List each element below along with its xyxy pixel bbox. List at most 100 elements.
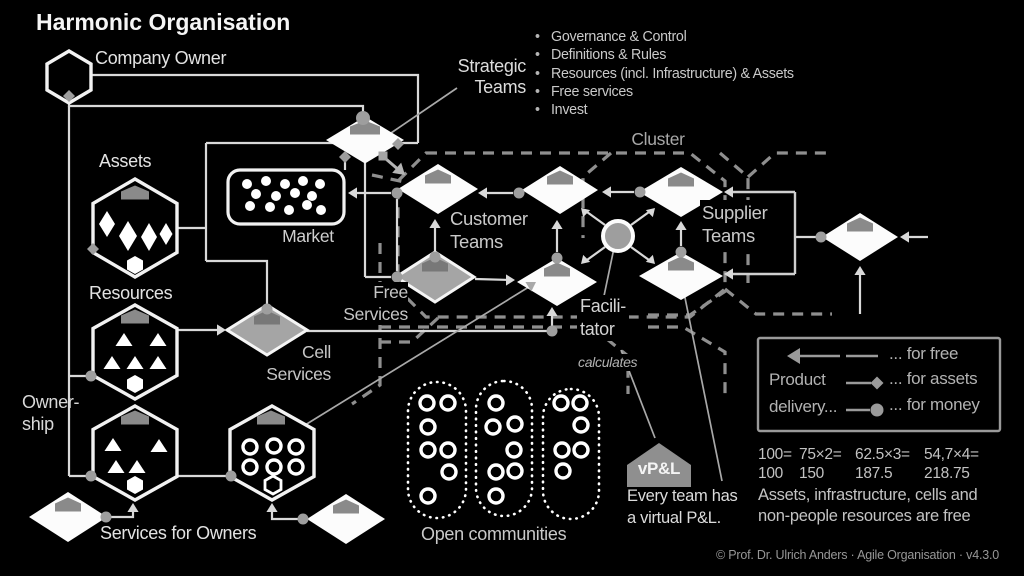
legend-delivery-label: delivery... <box>769 397 838 416</box>
member-service-team-diamond <box>307 494 385 544</box>
legend-for-free-label: ... for free <box>889 344 959 363</box>
assets-label: Assets <box>99 151 152 171</box>
arrowhead-icon <box>724 268 733 280</box>
vpl-label: vP&L <box>637 459 681 478</box>
free-services-diamond <box>393 250 477 304</box>
bullet-icon: • <box>535 102 540 119</box>
money-node-icon <box>85 470 97 482</box>
facilitator-leader-line <box>603 247 615 297</box>
roof-icon <box>547 170 573 185</box>
services-for-owners-label: Services for Owners <box>100 523 257 543</box>
cluster-boundary <box>371 173 433 190</box>
arrowhead-icon <box>546 307 558 316</box>
legend-for-money-label: ... for money <box>889 395 980 414</box>
cluster-label: Cluster <box>631 129 685 149</box>
market-dot-icon <box>316 205 326 215</box>
resource-triangle-icon <box>107 460 125 473</box>
resource-triangle-icon <box>103 356 121 369</box>
facilitator-label: Facili- tator <box>577 295 629 341</box>
legend-product-label: Product <box>769 370 826 389</box>
cell-hex-icon <box>127 476 143 494</box>
calc-col-2-expr: 75×2= <box>799 446 842 463</box>
community-member-icon <box>505 441 523 459</box>
market-dot-icon <box>315 179 325 189</box>
bullet-icon: • <box>535 47 540 64</box>
roof-icon <box>544 262 570 277</box>
market-dot-icon <box>307 191 317 201</box>
community-member-icon <box>506 415 524 433</box>
open-communities-label: Open communities <box>421 524 567 544</box>
cluster-boundary <box>648 325 727 398</box>
asset-node-icon <box>87 243 99 255</box>
cell-hex-icon <box>127 375 143 393</box>
calc-col-2-result: 150 <box>799 465 824 482</box>
market-dot-icon <box>245 201 255 211</box>
strategic-teams-label: Strategic Teams <box>457 56 527 97</box>
calc-col-1-result: 100 <box>758 465 783 482</box>
community-member-icon <box>419 487 437 505</box>
money-node-icon <box>261 303 273 315</box>
arrowhead-icon <box>581 208 591 218</box>
member-service-line <box>270 507 300 521</box>
external-team-diamond <box>822 213 898 261</box>
community-member-icon <box>487 463 505 481</box>
money-node-icon <box>391 187 403 199</box>
roof-icon <box>422 257 448 272</box>
note-item: •Resources (incl. Infrastructure) & Asse… <box>535 65 794 83</box>
vpl-badge <box>627 443 691 487</box>
money-node-icon <box>100 511 112 523</box>
facilitator-arrow-line <box>630 246 650 261</box>
cluster-boundary <box>723 287 832 316</box>
roof-icon <box>668 172 694 187</box>
market-dot-icon <box>251 189 261 199</box>
roof-icon <box>847 217 873 232</box>
arrowhead-icon <box>602 186 611 198</box>
money-node-icon <box>85 370 97 382</box>
facilitator-circle <box>601 219 635 253</box>
resource-triangle-icon <box>150 439 168 452</box>
asset-diamond-icon <box>141 223 157 251</box>
arrowhead-icon <box>266 503 278 512</box>
arrowhead-icon <box>581 254 591 264</box>
arrowhead-icon <box>551 220 563 229</box>
market-dot-icon <box>290 188 300 198</box>
roof-icon <box>121 410 149 425</box>
owners-hexagon <box>91 404 179 502</box>
resource-triangle-icon <box>149 333 167 346</box>
member-circle-icon <box>241 438 259 456</box>
roof-icon <box>668 256 694 271</box>
market-label: Market <box>282 226 334 246</box>
note-text: Free services <box>551 83 633 100</box>
legend-money-dot-icon <box>870 403 884 417</box>
arrowhead-icon <box>348 187 357 199</box>
money-node-icon <box>429 251 441 263</box>
market-dot-icon <box>242 179 252 189</box>
community-member-icon <box>572 416 590 434</box>
resource-triangle-icon <box>115 333 133 346</box>
asset-node-icon <box>63 90 75 102</box>
note-text: Definitions & Rules <box>551 47 667 64</box>
facilitator-arrow-line <box>630 211 650 226</box>
note-text: Governance & Control <box>551 29 687 45</box>
roof-icon <box>333 499 359 514</box>
member-circle-icon <box>265 458 283 476</box>
supplier-teams-label: Supplier Teams <box>700 200 770 248</box>
cluster-boundary <box>648 288 728 317</box>
community-member-icon <box>506 462 524 480</box>
asset-diamond-icon <box>119 221 137 251</box>
community-member-icon <box>487 394 505 412</box>
note-text: Resources (incl. Infrastructure) & Asset… <box>551 65 794 82</box>
arrowhead-icon <box>900 231 909 243</box>
resources-label: Resources <box>89 283 173 303</box>
asset-node-icon <box>339 151 351 163</box>
facilitator-arrow-line <box>586 246 606 261</box>
member-circle-icon <box>241 458 259 476</box>
note-item: •Governance & Control <box>535 28 794 46</box>
money-node-icon <box>815 231 827 243</box>
arrowhead-icon <box>675 221 687 230</box>
roof-icon <box>121 309 149 324</box>
team-note-leader-line <box>678 267 723 482</box>
cell-services-feed-line <box>206 259 269 304</box>
roof-icon <box>257 410 285 425</box>
